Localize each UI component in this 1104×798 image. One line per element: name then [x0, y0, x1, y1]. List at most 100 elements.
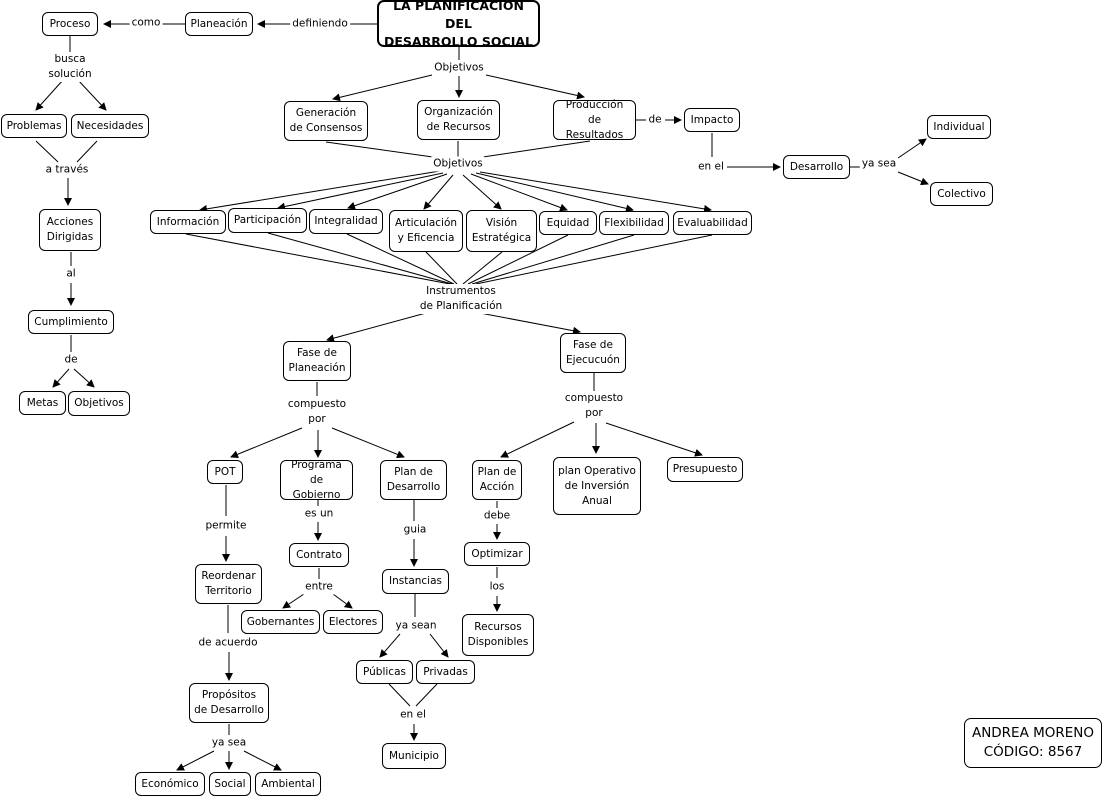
connector-arrow: [897, 138, 927, 159]
link-label-ya-sean: ya sean: [393, 618, 439, 634]
connector-arrow: [243, 750, 282, 771]
objetivos-node: Objetivos: [68, 391, 130, 416]
link-label-objetivos-top: Objetivos: [432, 60, 486, 76]
link-label-objetivos-mid: Objetivos: [431, 156, 485, 172]
connector-arrow: [230, 427, 303, 459]
cumplimiento-node: Cumplimiento: [28, 310, 114, 334]
connector-arrow: [277, 172, 444, 211]
evaluabilidad-node: Evaluabilidad: [673, 211, 752, 235]
link-label-de-acuerdo: de acuerdo: [196, 635, 260, 651]
link-label-instrumentos: Instrumentos de Planificación: [417, 284, 505, 314]
gobernantes-node: Gobernantes: [241, 610, 320, 634]
connector-arrow: [462, 174, 502, 210]
connector-line: [425, 251, 458, 285]
connector-line: [467, 234, 569, 285]
connector-line: [415, 683, 438, 707]
municipio-node: Municipio: [382, 743, 446, 769]
link-label-compuesto-ejecucion: compuesto por: [562, 391, 626, 421]
connector-line: [475, 140, 591, 159]
connector-arrow: [73, 368, 95, 388]
link-label-a-traves: a través: [43, 162, 91, 178]
metas-node: Metas: [19, 391, 66, 415]
organizacion-recursos-node: Organización de Recursos: [417, 100, 500, 140]
contrato-node: Contrato: [289, 543, 349, 567]
individual-node: Individual: [927, 115, 991, 139]
connector-arrow: [199, 170, 441, 213]
link-label-en-el-desarrollo: en el: [696, 159, 726, 175]
connector-arrow: [475, 172, 634, 213]
connector-arrow: [423, 174, 454, 210]
informacion-node: Información: [150, 210, 226, 234]
connector-arrow: [332, 74, 433, 102]
connector-arrow: [500, 421, 575, 458]
connector-arrow: [379, 633, 401, 658]
recursos-disponibles-node: Recursos Disponibles: [462, 614, 534, 656]
articulacion-node: Articulación y Eficencia: [389, 210, 463, 252]
connector-arrow: [429, 633, 449, 658]
colectivo-node: Colectivo: [930, 182, 993, 206]
connector-arrow: [605, 422, 703, 457]
connector-line: [76, 140, 98, 163]
necesidades-node: Necesidades: [71, 114, 149, 138]
link-label-ya-sea-desarrollo: ya sea: [859, 156, 899, 172]
link-label-al: al: [64, 266, 78, 282]
connector-arrow: [479, 312, 581, 335]
connector-arrow: [77, 79, 107, 111]
connector-arrow: [176, 750, 215, 771]
connector-line: [325, 141, 441, 159]
link-label-entre: entre: [303, 579, 335, 595]
link-label-es-un: es un: [302, 506, 336, 522]
connector-line: [267, 232, 453, 285]
link-label-en-el-municipio: en el: [398, 707, 428, 723]
planeacion-node: Planeación: [185, 12, 253, 36]
link-label-de-cumplimiento: de: [62, 352, 80, 368]
connector-arrow: [470, 173, 568, 212]
connector-line: [346, 233, 455, 285]
link-label-compuesto-planeacion: compuesto por: [285, 397, 349, 427]
participacion-node: Participación: [228, 208, 307, 233]
impacto-node: Impacto: [684, 108, 740, 132]
connector-line: [35, 140, 59, 163]
desarrollo-node: Desarrollo: [783, 155, 850, 179]
connector-line: [388, 683, 411, 707]
main-title-node: LA PLANIFICACIÓN DEL DESARROLLO SOCIAL: [377, 0, 540, 49]
connector-line: [475, 234, 713, 285]
plan-operativo-node: plan Operativo de Inversión Anual: [553, 457, 641, 515]
publicas-node: Públicas: [356, 660, 413, 684]
optimizar-node: Optimizar: [464, 542, 530, 566]
generacion-consensos-node: Generación de Consensos: [284, 101, 368, 141]
link-label-de-impacto: de: [646, 112, 664, 128]
link-label-debe: debe: [481, 508, 513, 524]
connector-arrow: [331, 427, 405, 459]
link-label-guia: guia: [401, 522, 429, 538]
link-label-busca-solucion: busca solución: [46, 52, 94, 82]
connector-line: [185, 233, 451, 285]
acciones-dirigidas-node: Acciones Dirigidas: [39, 209, 101, 251]
link-label-permite: permite: [203, 518, 249, 534]
link-label-definiendo: definiendo: [290, 16, 350, 32]
link-label-ya-sea-propositos: ya sea: [209, 735, 249, 751]
link-label-los: los: [487, 579, 507, 595]
connector-arrow: [479, 171, 712, 213]
economico-node: Económico: [135, 772, 205, 796]
fase-planeacion-node: Fase de Planeación: [283, 341, 351, 381]
connector-arrow: [35, 79, 64, 111]
connector-arrow: [332, 593, 353, 609]
flexibilidad-node: Flexibilidad: [599, 211, 669, 235]
proceso-node: Proceso: [42, 12, 98, 36]
connector-arrow: [897, 171, 929, 186]
privadas-node: Privadas: [416, 660, 475, 684]
link-label-como: como: [129, 15, 163, 31]
plan-accion-node: Plan de Acción: [472, 460, 522, 500]
presupuesto-node: Presupuesto: [667, 457, 743, 482]
ambiental-node: Ambiental: [255, 772, 321, 796]
connector-line: [462, 251, 503, 285]
vision-node: Visión Estratégica: [466, 210, 537, 252]
problemas-node: Problemas: [1, 114, 67, 138]
connector-line: [471, 234, 635, 285]
social-node: Social: [209, 772, 251, 796]
electores-node: Electores: [323, 610, 383, 634]
instancias-node: Instancias: [382, 569, 449, 594]
propositos-desarrollo-node: Propósitos de Desarrollo: [189, 683, 269, 723]
